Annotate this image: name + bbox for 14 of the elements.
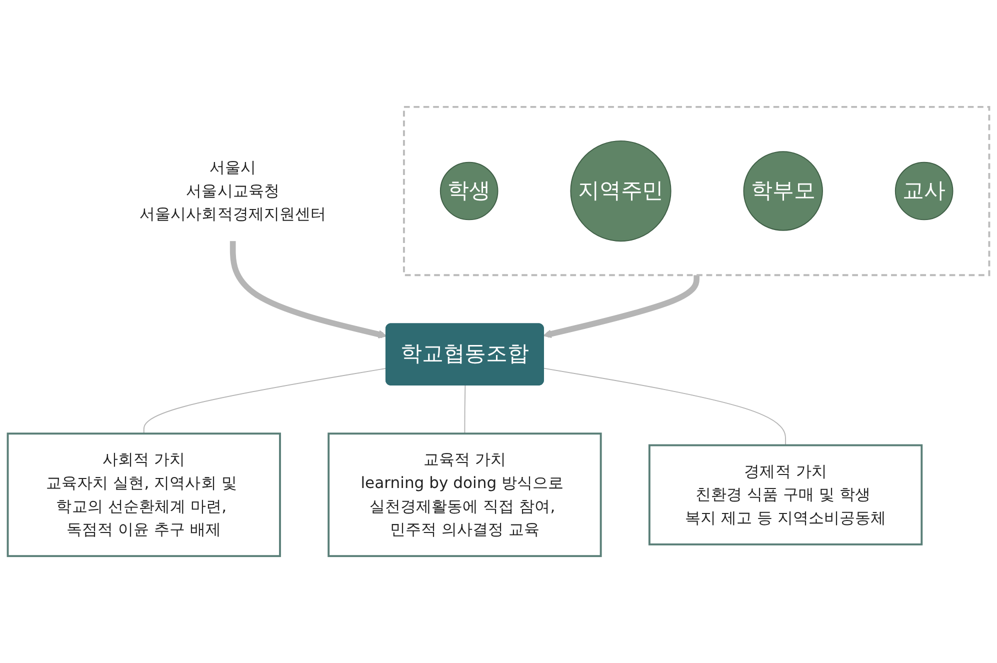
cluster bbox=[402, 106, 990, 276]
node-box: 사회적 가치 교육자치 실현, 지역사회 및 학교의 선순환체계 마련, 독점적 이윤 추구 배제 bbox=[6, 432, 281, 558]
node-circle: 지역주민 bbox=[570, 140, 672, 242]
connector bbox=[543, 368, 786, 446]
arrow bbox=[230, 240, 387, 339]
node-circle: 학생 bbox=[440, 162, 498, 220]
node-box: 경제적 가치 친환경 식품 구매 및 학생 복지 제고 등 지역소비공동체 bbox=[648, 444, 923, 546]
node-box: 교육적 가치 learning by doing 방식으로 실천경제활동에 직접 참여, 민주적 의사결정 교육 bbox=[328, 432, 602, 558]
node-circle: 학부모 bbox=[743, 151, 823, 231]
node-text: 서울시 서울시교육청 서울시사회적경제지원센터 bbox=[140, 158, 326, 224]
arrow bbox=[543, 275, 700, 338]
connector bbox=[143, 368, 387, 434]
node-circle: 교사 bbox=[894, 162, 954, 220]
connector bbox=[464, 384, 466, 434]
